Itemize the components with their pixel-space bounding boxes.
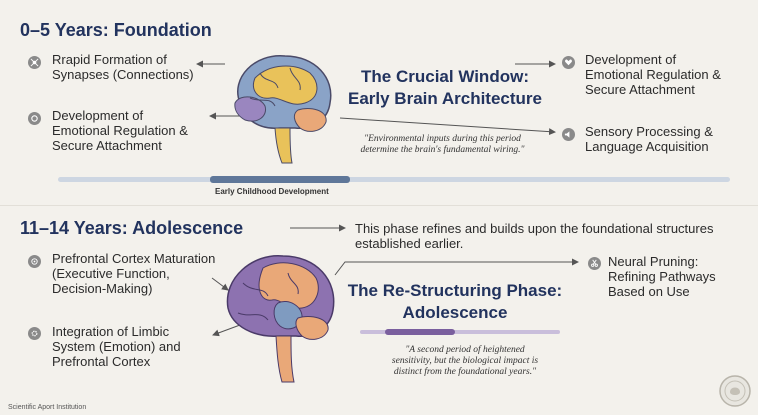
- quote-early: "Environmental inputs during this period…: [360, 134, 525, 155]
- quote-adolescence: "A second period of heightened sensitivi…: [391, 345, 539, 377]
- brain-illustration-adolescent: [226, 255, 335, 383]
- timeline-label: Early Childhood Development: [215, 187, 329, 196]
- section-divider: [0, 205, 758, 206]
- synapse-icon: [28, 56, 41, 69]
- bottom-note: This phase refines and builds upon the f…: [355, 221, 714, 251]
- target-icon: [28, 255, 41, 268]
- brain-illustration-early: [234, 55, 332, 164]
- top-left-item-synapses: Rrapid Formation of Synapses (Connection…: [52, 52, 194, 82]
- top-right-item-sensory: Sensory Processing & Language Acquisitio…: [585, 124, 713, 154]
- bottom-left-item-prefrontal: Prefrontal Cortex Maturation (Executive …: [52, 251, 216, 296]
- adolescence-bar: [360, 330, 560, 334]
- center-title-adolescence: The Re-Structuring Phase: Adolescence: [347, 281, 563, 322]
- seal-logo: [719, 375, 751, 407]
- top-left-item-emotional: Development of Emotional Regulation & Se…: [52, 108, 188, 153]
- section-title-foundation: 0–5 Years: Foundation: [20, 20, 212, 40]
- top-right-item-emotional: Development of Emotional Regulation & Se…: [585, 52, 721, 97]
- gear-icon: [28, 327, 41, 340]
- scissors-icon: [588, 257, 601, 270]
- timeline-track: [58, 177, 730, 182]
- section-title-adolescence: 11–14 Years: Adolescence: [20, 218, 244, 238]
- speaker-icon: [562, 128, 575, 141]
- bottom-right-item-pruning: Neural Pruning: Refining Pathways Based …: [608, 254, 716, 299]
- center-title-early: The Crucial Window: Early Brain Architec…: [348, 67, 542, 108]
- timeline-highlight: [210, 176, 350, 183]
- institution-footer: Scientific Aport Institution: [8, 404, 87, 411]
- bottom-left-item-limbic: Integration of Limbic System (Emotion) a…: [52, 324, 181, 369]
- adolescence-bar-highlight: [385, 329, 455, 335]
- heart-icon: [562, 56, 575, 69]
- heart-face-icon: [28, 112, 41, 125]
